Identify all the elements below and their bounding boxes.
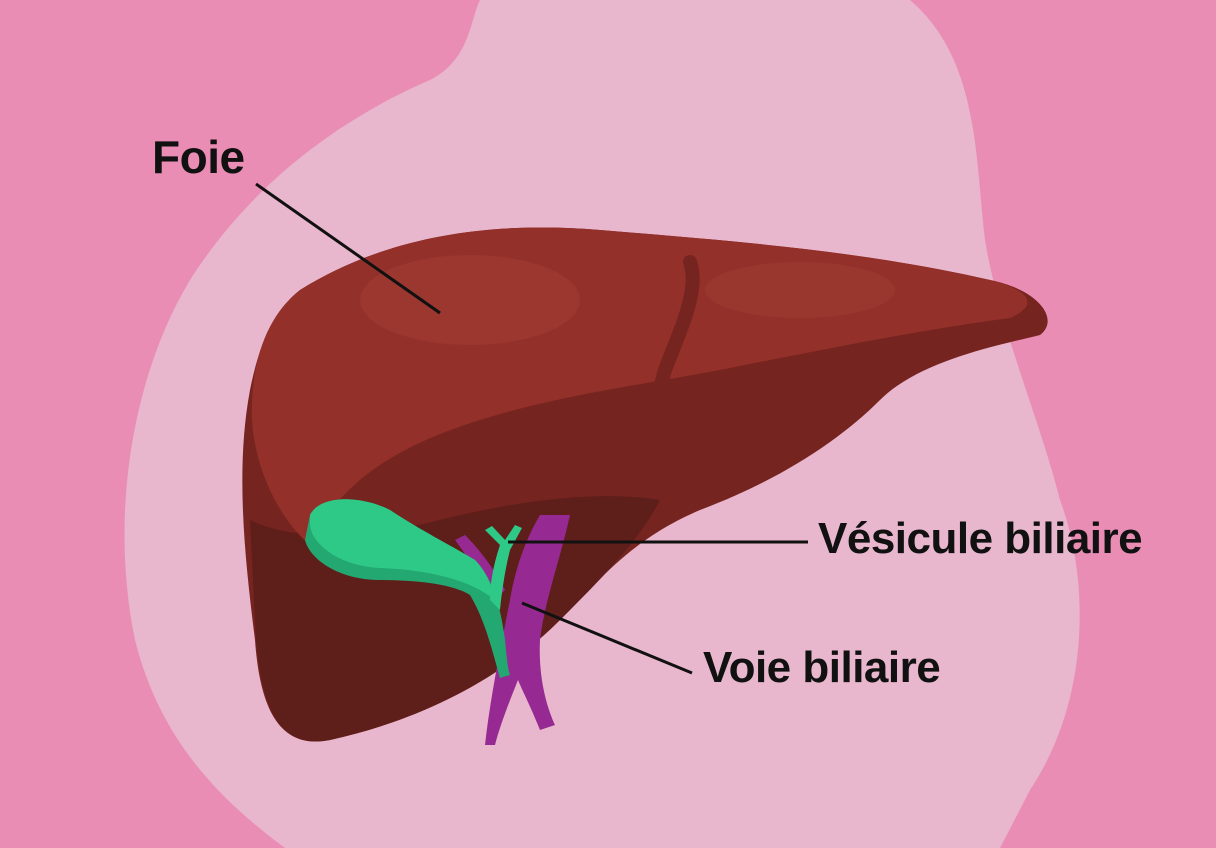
leader-line-foie — [255, 182, 441, 315]
label-voie-biliaire: Voie biliaire — [703, 643, 941, 692]
label-foie: Foie — [152, 131, 245, 183]
leader-line-voie — [521, 601, 693, 675]
bile-duct — [485, 515, 570, 745]
label-vesicule-biliaire: Vésicule biliaire — [818, 514, 1143, 563]
